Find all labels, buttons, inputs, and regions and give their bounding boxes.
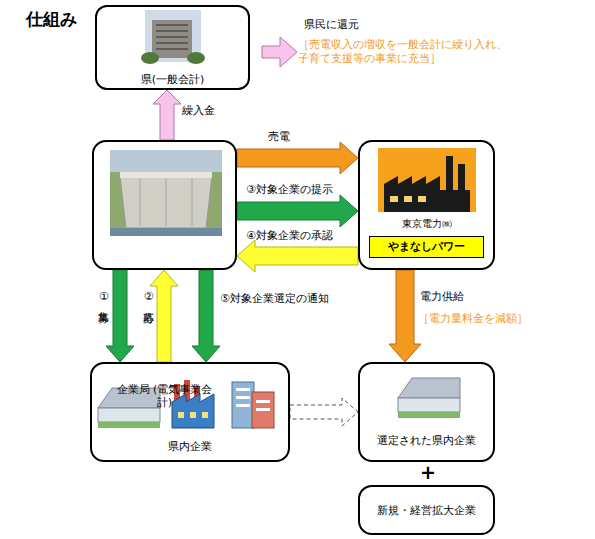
block-arrow: [290, 398, 358, 426]
block-arrow: [106, 270, 134, 362]
edge-label: 繰入金: [182, 104, 215, 118]
node-text: 東京電力㈱: [360, 218, 493, 231]
note-text: 県民に還元: [304, 18, 359, 32]
block-arrow: [389, 270, 421, 362]
node-text: 県内企業: [92, 440, 288, 454]
label-box: やまなしパワー: [369, 236, 484, 258]
note-text: ［売電収入の増収を一般会計に繰り入れ、 子育て支援等の事業に充当］: [298, 38, 512, 65]
node-text: やまなしパワー: [370, 240, 483, 254]
factory-icon: [378, 148, 476, 212]
block-arrow: [237, 195, 358, 227]
company-icons: [98, 380, 274, 428]
rounded-box: 企業局 (電気事業会計): [92, 140, 237, 270]
diagram-title: 仕組み: [26, 8, 77, 30]
rounded-box: 県(一般会計): [95, 5, 250, 90]
node-text: 選定された県内企業: [360, 434, 493, 448]
return-arrow: [262, 37, 297, 67]
edge-label: ③対象企業の提示: [246, 183, 333, 197]
node-text: 企業局 (電気事業会計): [110, 383, 220, 409]
edge-label: ②応募: [141, 290, 155, 303]
note-text: ［電力量料金を減額］: [418, 312, 528, 326]
edge-label: 電力供給: [420, 290, 464, 304]
node-text: 県(一般会計): [97, 73, 248, 87]
edge-label: ①募集: [96, 290, 110, 303]
edge-label: ⑤対象企業選定の通知: [220, 292, 329, 306]
block-arrow: [237, 142, 358, 174]
rounded-box: 東京電力㈱やまなしパワー: [358, 140, 495, 270]
plus-sign: +: [420, 460, 436, 485]
block-arrow: [153, 90, 181, 140]
selected-company-icon: [398, 378, 460, 418]
rounded-box: 県内企業: [90, 362, 290, 462]
dam-photo: [110, 150, 222, 236]
node-text: 新規・経営拡大企業: [360, 504, 493, 518]
block-arrow: [150, 270, 178, 362]
block-arrow: [192, 270, 220, 362]
office-photo: [141, 10, 205, 64]
rounded-box: 新規・経営拡大企業: [358, 485, 495, 535]
block-arrow: [237, 240, 358, 272]
rounded-box: 選定された県内企業: [358, 362, 495, 462]
edge-label: 売電: [268, 130, 290, 144]
edge-label: ④対象企業の承認: [246, 229, 333, 243]
